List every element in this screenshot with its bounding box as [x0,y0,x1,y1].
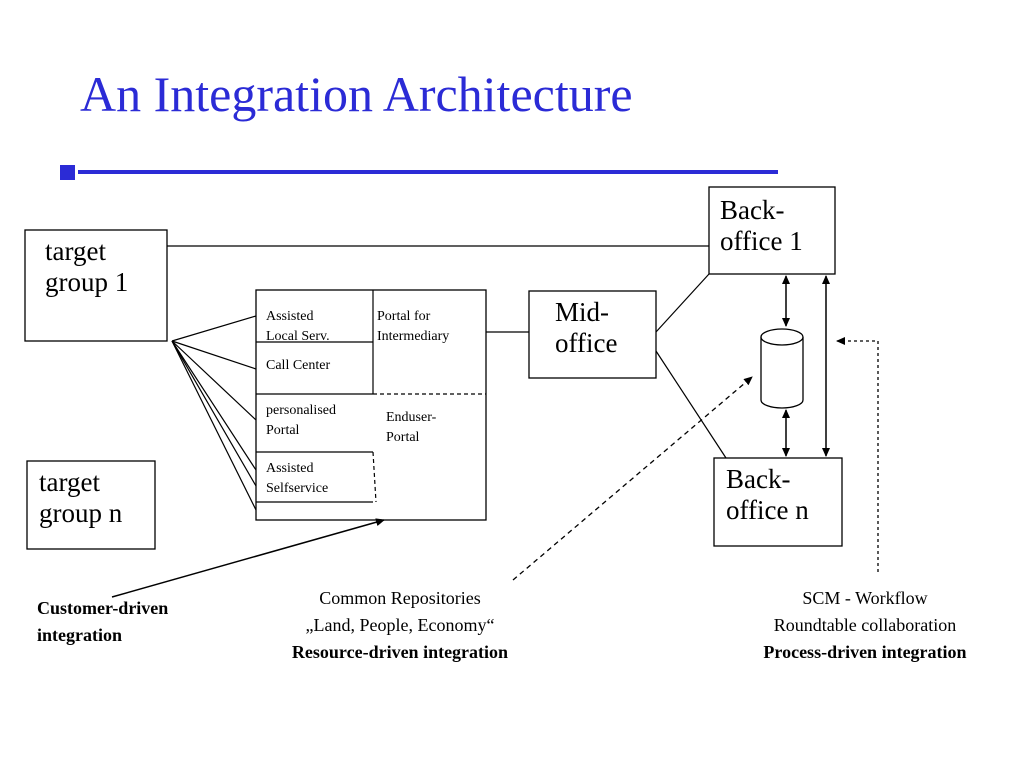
process-driven-arrow [836,337,879,572]
target-group-n-line-1: target [39,467,100,497]
common-repositories-line: Common Repositories [319,588,481,608]
customer-driven-line-1: Customer-driven [37,598,169,618]
enduser-portal-line-2: Portal [386,430,420,445]
call-center-label: Call Center [266,358,331,373]
channel-fan-lines [171,315,257,511]
roundtable-collaboration-line: Roundtable collaboration [773,615,957,635]
scm-workflow-line: SCM - Workflow [802,588,928,608]
repository-cylinder [760,328,804,409]
customer-driven-line-2: integration [37,625,122,645]
assisted-selfservice-line-2: Selfservice [266,481,329,496]
assisted-local-serv-label: Assisted Local Serv. [266,307,330,347]
enduser-portal-label: Enduser- Portal [386,408,436,448]
mid-office-box [528,290,657,379]
back-office-1-line-2: office 1 [720,226,803,256]
back-office-n-line-1: Back- [726,464,791,494]
assisted-local-line-1: Assisted [266,309,314,324]
intermediary-line-2: Intermediary [377,329,450,344]
resource-driven-caption: Common Repositories „Land, People, Econo… [250,585,550,666]
title-bullet [60,165,75,180]
land-people-economy-line: „Land, People, Economy“ [305,615,495,635]
back-office-1-box [708,186,836,275]
personalised-portal-line-1: personalised [266,403,336,418]
midoffice-to-backofficen-line [655,350,727,459]
target-group-n-line-2: group n [39,498,123,528]
process-driven-line: Process-driven integration [763,642,967,662]
assisted-local-line-2: Local Serv. [266,329,330,344]
resource-driven-line: Resource-driven integration [291,642,509,662]
mid-office-line-1: Mid- [555,297,609,327]
target-group-1-line-2: group 1 [45,267,129,297]
selfservice-dashed-side [372,451,377,503]
back-office-n-box [713,457,843,547]
target-group-n-box [26,460,156,550]
target-group-n-label: target group n [39,467,122,529]
assisted-selfservice-label: Assisted Selfservice [266,459,328,499]
midoffice-to-backoffice1-line [655,273,710,333]
back-office-1-line-1: Back- [720,195,785,225]
personalised-portal-label: personalised Portal [266,401,336,441]
target-group-1-box [24,229,168,342]
enduser-portal-line-1: Enduser- [386,410,437,425]
back-office-n-label: Back- office n [726,464,809,526]
page-title: An Integration Architecture [80,66,633,122]
portal-for-intermediary-label: Portal for Intermediary [377,307,449,347]
assisted-selfservice-line-1: Assisted [266,461,314,476]
portal-box [255,289,487,521]
customer-driven-caption: Customer-driven integration [37,595,168,649]
intermediary-line-1: Portal for [377,309,431,324]
mid-office-line-2: office [555,328,618,358]
back-office-1-label: Back- office 1 [720,195,803,257]
resource-driven-arrow [512,376,753,581]
personalised-portal-line-2: Portal [266,423,300,438]
customer-driven-arrow [111,518,385,598]
mid-office-label: Mid- office [555,297,617,359]
target-group-1-label: target group 1 [45,236,128,298]
target-group-1-line-1: target [45,236,106,266]
back-office-n-line-2: office n [726,495,809,525]
title-underline [78,170,778,174]
process-driven-caption: SCM - Workflow Roundtable collaboration … [720,585,1010,666]
